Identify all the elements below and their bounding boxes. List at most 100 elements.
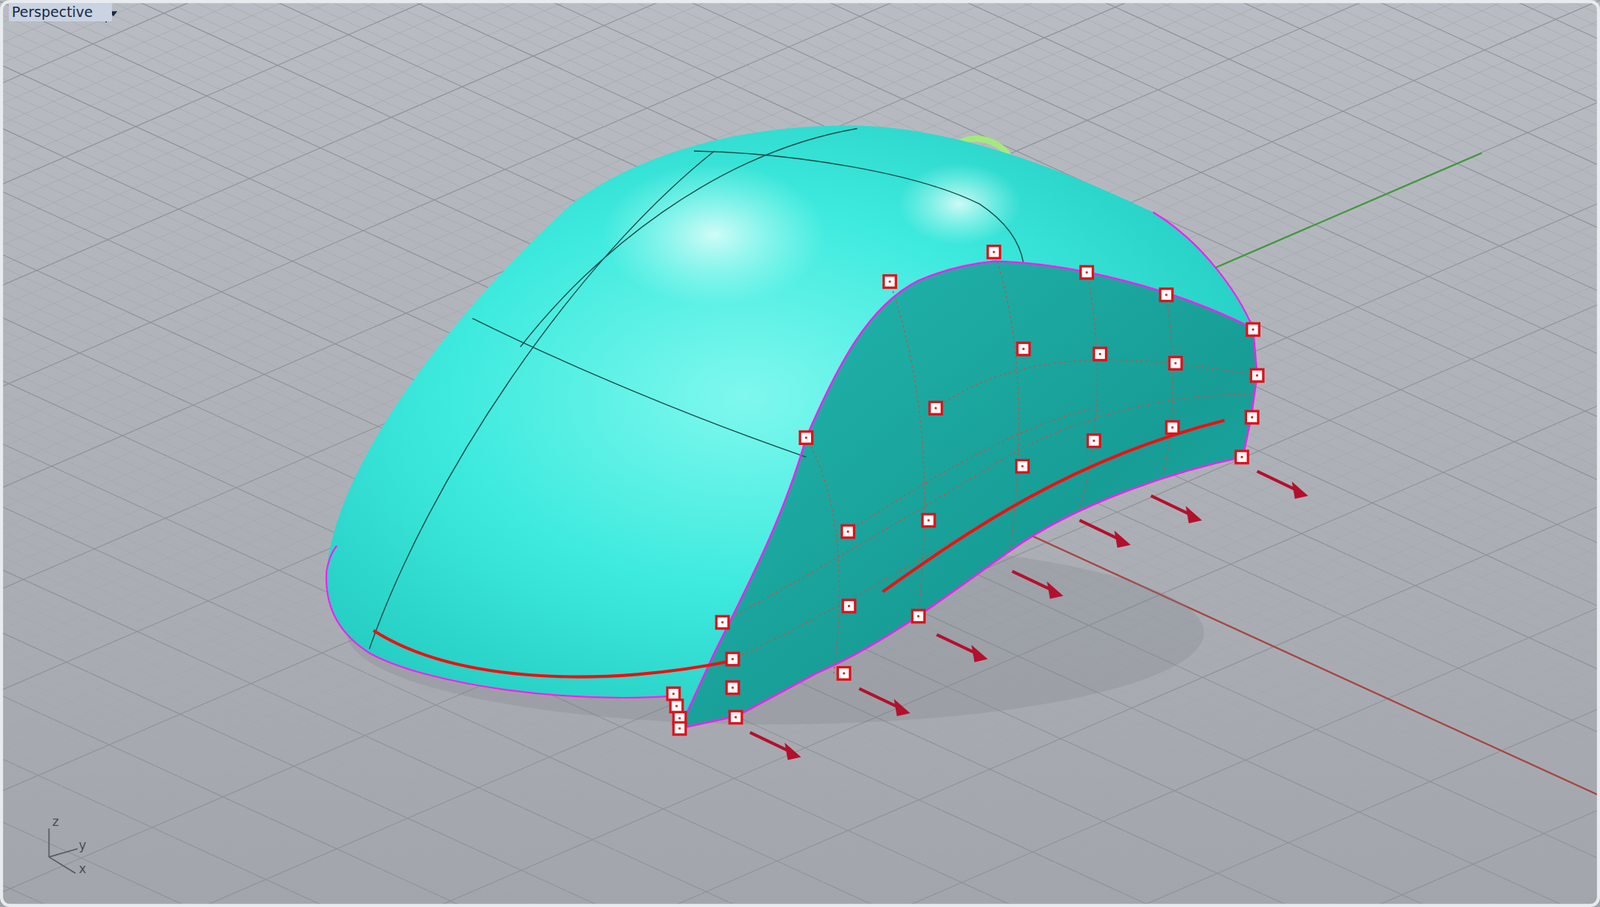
- grid-line: [0, 57, 1600, 907]
- grid-line: [0, 67, 1600, 907]
- control-point: [716, 615, 729, 629]
- arrow-head: [893, 699, 910, 717]
- arrow-head: [1292, 481, 1309, 500]
- side-surface: [679, 260, 1258, 728]
- control-point-dot: [1099, 352, 1102, 356]
- selected-edge: [1152, 212, 1254, 329]
- control-point: [667, 687, 680, 700]
- control-point-dot: [917, 615, 920, 618]
- grid-line: [0, 0, 1600, 747]
- control-point-dot: [847, 604, 851, 607]
- grid-line: [0, 98, 1600, 907]
- control-point-dot: [805, 436, 808, 440]
- control-point: [726, 681, 739, 694]
- panel-line: [693, 151, 1024, 263]
- mouse-body: [326, 125, 1258, 728]
- rail-curve: [373, 630, 731, 677]
- control-point: [1160, 288, 1173, 302]
- control-point-dot: [842, 672, 845, 675]
- grid-line: [0, 0, 1600, 862]
- grid-line: [0, 120, 1600, 907]
- y-axis-line: [1208, 153, 1482, 271]
- control-point-dot: [678, 727, 681, 730]
- control-point-dot: [721, 620, 724, 624]
- control-point: [1166, 421, 1179, 434]
- rail-curve: [882, 419, 1225, 592]
- direction-arrow: [1012, 570, 1053, 591]
- grid-line: [0, 25, 1600, 907]
